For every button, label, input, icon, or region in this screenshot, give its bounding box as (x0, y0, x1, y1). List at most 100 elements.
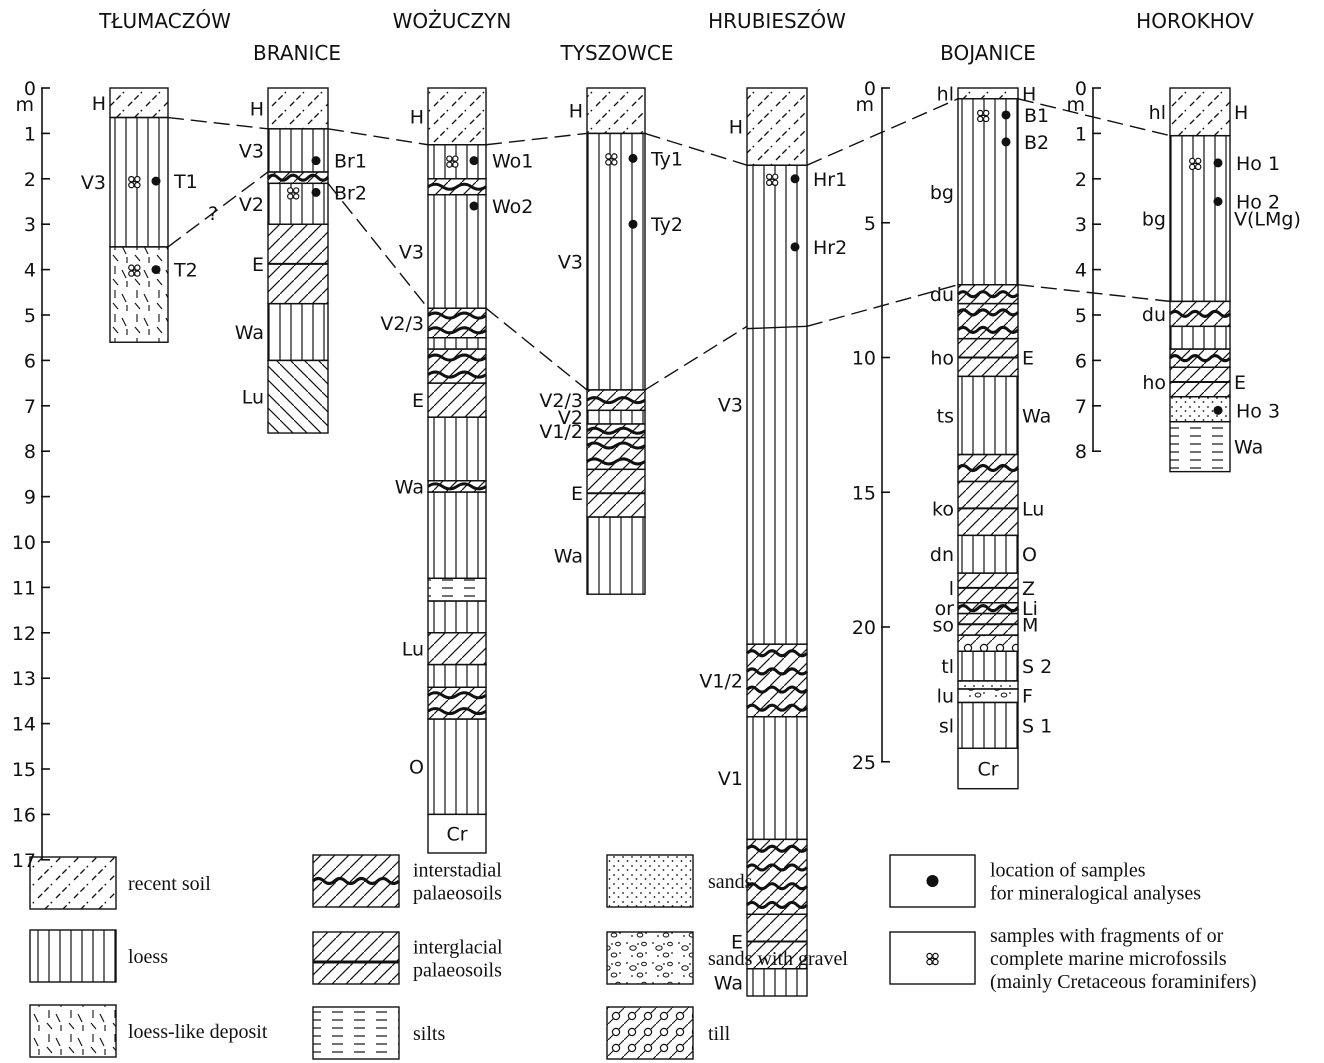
layer-bojanice-1 (957, 98, 1019, 286)
sample-dot-ty1 (628, 153, 638, 163)
layer-tyszowce-1 (586, 132, 646, 391)
layer-hrubiesz-w-2-wavy-3 (745, 703, 809, 712)
correlation-line-v2-1 (167, 171, 269, 248)
sample-label-ty1: Ty1 (650, 148, 683, 170)
layer-horokhov-0 (1169, 87, 1231, 137)
tick-label-bojanice-0: 0 (864, 78, 876, 100)
tick-label-horokhov-5: 5 (1075, 305, 1087, 327)
layer-horokhov-7 (1169, 420, 1231, 473)
correlation-line-v2-3 (485, 307, 588, 391)
profile-title-bojanice: BOJANICE (940, 41, 1036, 65)
layer-wo-uczyn-15-wavy-1 (427, 707, 487, 716)
sample-label-ho-1: Ho 1 (1236, 153, 1280, 175)
sample-dot-br1 (311, 156, 321, 166)
layer-wo-uczyn-11 (427, 577, 487, 602)
layer-bojanice-10-wavy-0 (956, 604, 1020, 613)
layer-branice-5-label: Wa (235, 322, 264, 344)
layer-wo-uczyn-4-label: V2/3 (380, 313, 424, 335)
layer-bojanice-14 (957, 680, 1019, 690)
layer-tyszowce-0-label: H (569, 101, 583, 123)
tick-label-left-12: 12 (12, 623, 36, 645)
layer-wo-uczyn-16 (427, 718, 487, 816)
tick-label-horokhov-8: 8 (1075, 441, 1087, 463)
tick-label-left-4: 4 (24, 260, 36, 282)
layer-bojanice-13-label: S 2 (1022, 656, 1052, 678)
sample-dot-ho-2 (1213, 197, 1223, 206)
layer-bojanice-13-left-label: tl (941, 656, 954, 678)
layer-hrubiesz-w-2-label: V1/2 (699, 670, 743, 692)
layer-bojanice-3-wavy-0 (956, 308, 1020, 317)
correlation-question-mark: ? (208, 203, 218, 225)
profile-title-hrubiesz-w: HRUBIESZÓW (708, 9, 846, 33)
layer-wo-uczyn-3-label: V3 (399, 241, 424, 263)
layer-hrubiesz-w-0 (746, 87, 808, 166)
sample-dot-t2 (151, 265, 161, 275)
layer-branice-0 (267, 87, 329, 130)
layer-tyszowce-3 (586, 409, 646, 425)
profile-title-tyszowce: TYSZOWCE (560, 41, 674, 65)
layer-wo-uczyn-7 (427, 382, 487, 418)
tick-label-left-5: 5 (24, 305, 36, 327)
layer-hrubiesz-w-4-wavy-3 (745, 900, 809, 909)
layer-t-umacz-w-0-label: H (92, 93, 106, 115)
layer-bojanice-4-left-label: ho (930, 348, 954, 370)
layer-wo-uczyn-9-label: Wa (395, 476, 424, 498)
tick-label-bojanice-20: 20 (852, 617, 876, 639)
tick-label-left-0: 0 (24, 78, 36, 100)
layer-branice-4-label: E (252, 254, 264, 276)
sample-dot-hr1 (790, 174, 800, 184)
layer-wo-uczyn-7-label: E (412, 390, 424, 412)
layer-hrubiesz-w-4-wavy-1 (745, 863, 809, 872)
legend-item-till: till (606, 1006, 731, 1060)
tick-label-left-8: 8 (24, 441, 36, 463)
sample-label-ho-3: Ho 3 (1236, 400, 1280, 422)
layer-bojanice-3-wavy-1 (956, 325, 1020, 334)
layer-bojanice-0-label: H (1022, 83, 1036, 105)
layer-tyszowce-7 (586, 516, 646, 595)
legend-swatch-silts (312, 1006, 400, 1060)
sample-label-hr2: Hr2 (813, 237, 847, 259)
unit-label-horokhov: m (1066, 94, 1085, 116)
layer-tyszowce-5-wavy-1 (586, 457, 646, 466)
layer-horokhov-5-left-label: ho (1142, 372, 1166, 394)
layer-bojanice-7-label: Lu (1022, 498, 1044, 520)
layer-bojanice-10-left-label: or (935, 598, 955, 620)
layer-hrubiesz-w-2-wavy-1 (745, 667, 809, 676)
correlation-line-v2-4 (644, 325, 748, 391)
layer-horokhov-4-wavy-0 (1168, 354, 1232, 363)
legend-item-loess: loess (29, 929, 168, 983)
layer-bojanice-2-wavy-0 (956, 290, 1020, 299)
layer-hrubiesz-w-1-label: V3 (718, 395, 743, 417)
layer-wo-uczyn-4-wavy-0 (427, 311, 487, 320)
layer-tyszowce-0 (586, 87, 646, 135)
layer-branice-1 (267, 128, 329, 173)
layer-tyszowce-1-label: V3 (558, 252, 583, 274)
fossil-icon-wo1 (446, 155, 459, 168)
layer-bojanice-2-left-label: du (930, 284, 954, 306)
layer-bojanice-10-label: Li (1022, 598, 1038, 620)
layer-horokhov-1-left-label: bg (1142, 209, 1166, 231)
tick-label-bojanice-25: 25 (852, 752, 876, 774)
layer-hrubiesz-w-0-label: H (729, 117, 743, 139)
legend-item-loess-like-deposit: loess-like deposit (29, 1004, 268, 1058)
layer-tyszowce-4-wavy-0 (586, 426, 646, 435)
fossil-icon-t1 (128, 175, 141, 189)
tick-label-left-3: 3 (24, 214, 36, 236)
layer-wo-uczyn-12 (427, 600, 487, 634)
layer-bojanice-8-left-label: dn (930, 544, 954, 566)
layer-hrubiesz-w-4-wavy-0 (745, 844, 809, 853)
layer-wo-uczyn-15-wavy-0 (427, 691, 487, 700)
layer-hrubiesz-w-5-label: E (731, 932, 743, 954)
layer-horokhov-0-left-label: hl (1149, 102, 1166, 124)
layer-t-umacz-w-0 (109, 87, 169, 119)
tick-label-bojanice-5: 5 (864, 213, 876, 235)
legend-label-loess-like: loess-like deposit (128, 1021, 268, 1043)
